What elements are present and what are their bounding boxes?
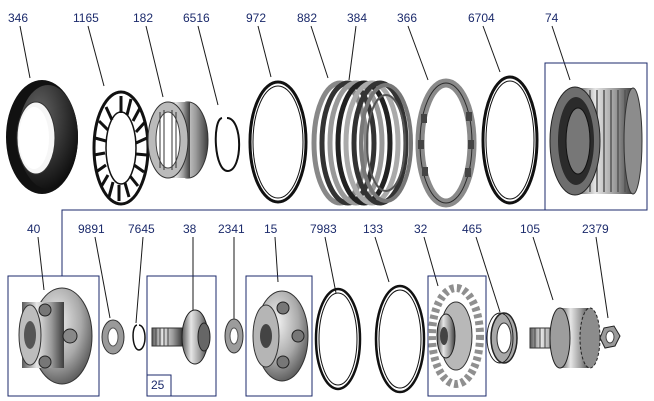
wave-spring-icon [92,90,150,206]
snap-ring-icon [314,287,362,391]
sub-assembly-tag-box [146,374,172,397]
label-6704: 6704 [468,11,495,25]
thrust-washer-icon [224,318,244,354]
snap-ring-icon [481,75,539,205]
bottom-labels: 40 9891 7645 38 2341 15 7983 133 32 465 … [27,222,609,236]
snap-ring-icon [132,324,146,351]
bottom-leader-lines [37,236,609,324]
sub-assembly-tag: 25 [151,378,165,392]
label-346: 346 [8,11,28,25]
label-2379: 2379 [582,222,609,236]
label-182: 182 [133,11,153,25]
label-972: 972 [246,11,266,25]
sun-gear-shaft-icon [151,309,211,365]
label-40: 40 [27,222,41,236]
label-105: 105 [520,222,540,236]
snap-ring-icon [214,117,241,173]
pressure-plate-icon [415,78,477,208]
top-labels: 346 1165 182 6516 972 882 384 366 6704 7… [8,11,559,25]
label-2341: 2341 [218,222,245,236]
label-6516: 6516 [183,11,210,25]
label-384: 384 [347,11,367,25]
label-38: 38 [183,222,197,236]
label-882: 882 [297,11,317,25]
seal-icon [6,80,78,194]
output-gear-icon [529,307,601,369]
label-7983: 7983 [310,222,337,236]
planetary-carrier-icon [18,287,93,385]
assembly-link-line [61,209,545,276]
thrust-bearing-icon [486,312,518,364]
clutch-pack-icon [311,80,413,206]
snap-ring-icon [374,284,426,394]
drum-icon [549,86,643,196]
label-15: 15 [264,222,278,236]
label-74: 74 [545,11,559,25]
part-40-frame [7,275,100,397]
label-1165: 1165 [73,11,99,25]
label-366: 366 [397,11,417,25]
label-465: 465 [462,222,482,236]
label-133: 133 [363,222,383,236]
label-9891: 9891 [78,222,105,236]
planetary-carrier-icon [252,290,309,382]
part-38-frame [146,275,217,397]
bearing-icon [147,101,209,179]
snap-ring-icon [248,80,308,204]
part-74-frame [544,62,648,211]
part-15-frame [245,275,313,397]
top-leader-lines [19,25,571,106]
nut-icon [599,325,621,349]
thrust-washer-icon [101,319,125,355]
ring-gear-icon [428,284,484,388]
label-32: 32 [414,222,428,236]
label-7645: 7645 [128,222,155,236]
